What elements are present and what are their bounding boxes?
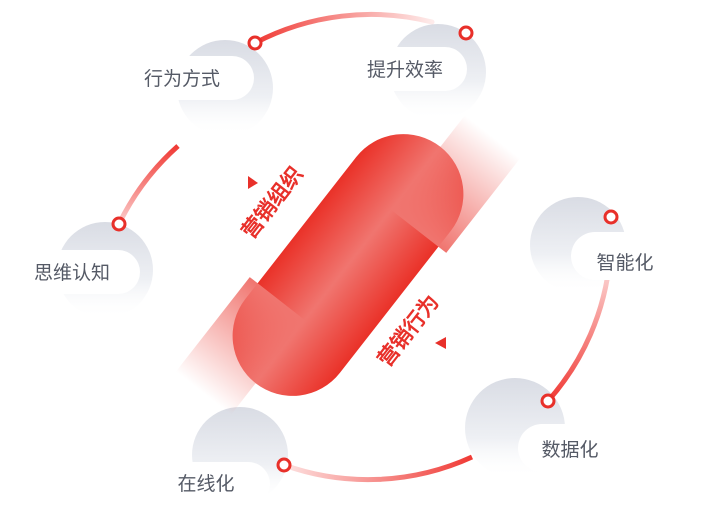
node-behavior: 行为方式	[130, 56, 254, 100]
node-efficiency: 提升效率	[355, 47, 467, 91]
node-data: 数据化	[518, 424, 620, 472]
triangle-icon	[435, 337, 446, 349]
ring-dots	[111, 25, 619, 473]
ring-dot	[276, 457, 292, 473]
node-label: 提升效率	[367, 59, 443, 81]
node-label: 数据化	[541, 439, 598, 461]
triangle-icon	[248, 176, 258, 189]
node-intelligent: 智能化	[571, 232, 680, 280]
node-label: 在线化	[177, 473, 234, 495]
node-cognition: 思维认知	[20, 250, 140, 294]
arc-top	[252, 11, 435, 46]
center-s-shape	[175, 115, 521, 415]
ring-dot	[458, 25, 474, 41]
ring-dot	[540, 393, 556, 409]
node-online: 在线化	[160, 462, 270, 506]
arc-bottom	[283, 454, 474, 483]
ring-dot	[247, 35, 263, 51]
ring-dot	[603, 209, 619, 225]
node-label: 智能化	[596, 252, 653, 274]
node-label: 行为方式	[144, 68, 220, 90]
node-label: 思维认知	[34, 262, 110, 284]
arc-left	[116, 144, 180, 226]
ring-dot	[111, 216, 127, 232]
